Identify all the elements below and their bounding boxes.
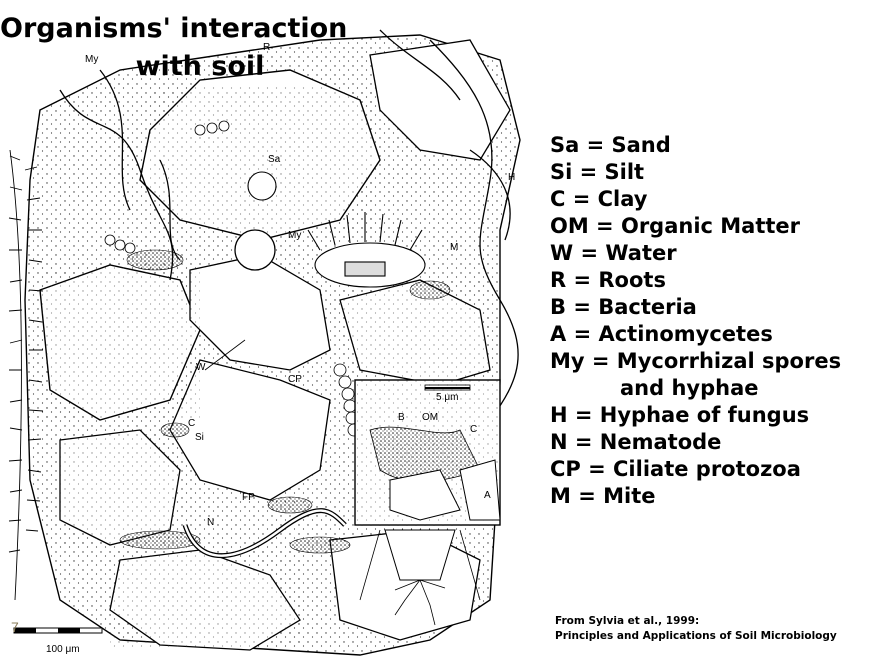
root-tip-bacteria: [394, 579, 446, 626]
spore-small: [247, 171, 277, 201]
label-inset-bacteria: B: [398, 412, 405, 423]
label-water: W: [196, 362, 206, 373]
label-my-mid: My: [288, 230, 301, 241]
slide-number: 7: [11, 619, 19, 635]
legend-item-continuation: and hyphae: [620, 376, 759, 400]
label-inset-scale: 5 μm: [436, 392, 458, 403]
label-my-top: My: [85, 54, 98, 65]
label-inset-om: OM: [422, 412, 438, 423]
clay-particle-chain: [104, 120, 361, 437]
label-roots: R: [263, 42, 270, 53]
zoom-trapezoid: [384, 529, 456, 581]
sand-grain-right: [369, 39, 511, 161]
legend-item: My = Mycorrhizal spores: [550, 349, 842, 373]
mite: [307, 212, 426, 288]
legend-item: Sa = Sand: [550, 133, 671, 157]
soil-organisms-diagram: My R Sa My H M W CP C Si N FP 5 μm B OM …: [8, 29, 521, 656]
source-line-2: Principles and Applications of Soil Micr…: [555, 630, 837, 642]
legend-item: N = Nematode: [550, 430, 722, 454]
root-hairs: [8, 149, 44, 601]
legend-item: C = Clay: [550, 187, 648, 211]
label-inset-actino: A: [484, 490, 491, 501]
mycorrhizal-spore: [234, 229, 276, 271]
title-line-2: with soil: [135, 51, 265, 82]
legend-item: H = Hyphae of fungus: [550, 403, 810, 427]
zoom-lines: [359, 529, 481, 601]
legend-item: B = Bacteria: [550, 295, 697, 319]
title-line-1: Organisms' interaction: [0, 13, 348, 44]
fungal-hyphae: [59, 29, 519, 421]
page-title: Organisms' interaction with soil: [0, 10, 400, 86]
sand-grain-top-fill: [150, 85, 375, 235]
legend-item: A = Actinomycetes: [550, 322, 773, 346]
inset-magnification: [354, 379, 501, 526]
legend: Sa = Sand Si = Silt C = Clay OM = Organi…: [550, 132, 880, 510]
label-ciliate: CP: [288, 374, 302, 385]
legend-item: M = Mite: [550, 484, 656, 508]
legend-item: R = Roots: [550, 268, 666, 292]
label-fp: FP: [242, 492, 255, 503]
label-nematode: N: [207, 517, 214, 528]
source-line-1: From Sylvia et al., 1999:: [555, 615, 700, 627]
legend-item: OM = Organic Matter: [550, 214, 801, 238]
scale-bar-label: 100 μm: [46, 644, 80, 655]
legend-item: W = Water: [550, 241, 677, 265]
scale-bar: 100 μm: [13, 627, 103, 655]
label-clay: C: [188, 418, 195, 429]
nematode-inner: [183, 509, 346, 557]
bacteria-clusters: [119, 249, 451, 554]
water-pointer: [204, 339, 246, 371]
legend-item: Si = Silt: [550, 160, 645, 184]
label-mite: M: [450, 242, 458, 253]
source-citation: From Sylvia et al., 1999: Principles and…: [555, 614, 885, 644]
label-hyphae: H: [508, 172, 515, 183]
label-sand: Sa: [268, 154, 281, 165]
label-inset-clay: C: [470, 424, 477, 435]
legend-item: CP = Ciliate protozoa: [550, 457, 801, 481]
label-silt: Si: [195, 432, 204, 443]
grain-stipple: [40, 265, 490, 650]
